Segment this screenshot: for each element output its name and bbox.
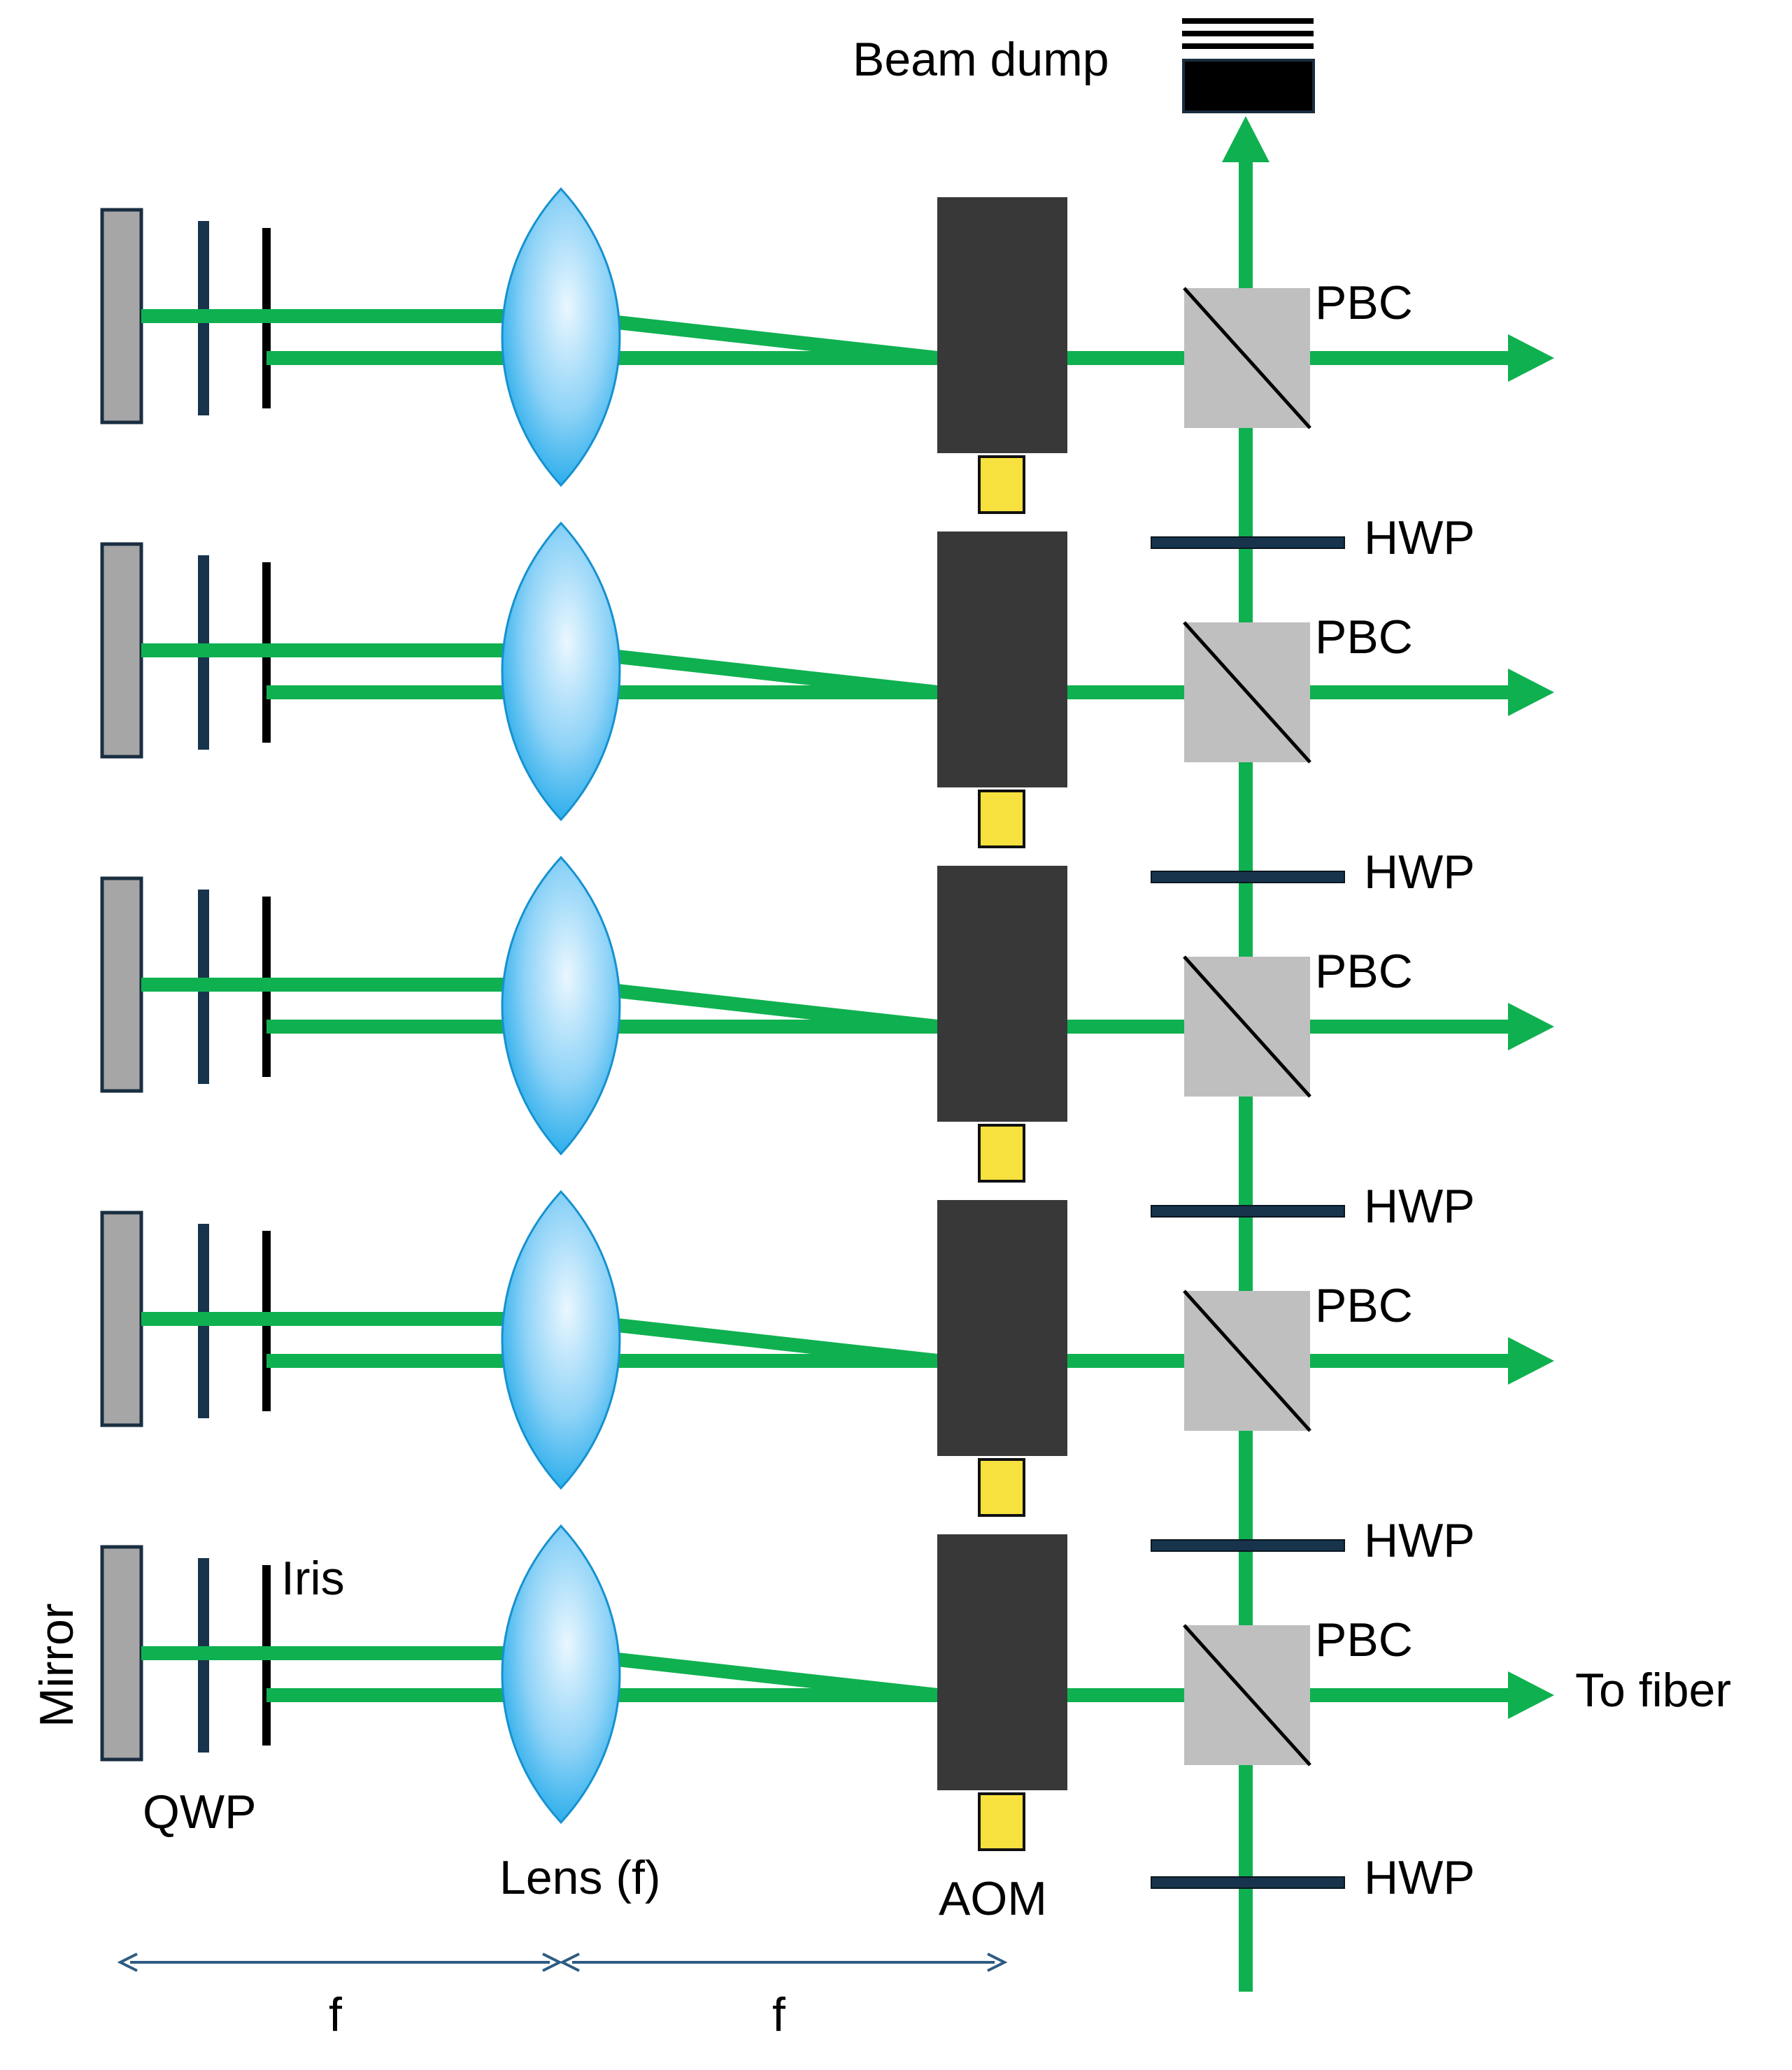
lens — [501, 187, 621, 487]
pbc-label: PBC — [1315, 1279, 1413, 1332]
aom-rf-driver — [978, 1124, 1025, 1183]
hwp-label: HWP — [1364, 1851, 1475, 1904]
lens — [501, 1524, 621, 1825]
hwp-label: HWP — [1364, 511, 1475, 564]
beam-dump-label: Beam dump — [853, 33, 1109, 86]
aom-crystal — [937, 866, 1067, 1122]
stage-4: PBC HWP — [100, 1190, 1554, 1567]
pbc-label: PBC — [1315, 945, 1413, 998]
beam-dump-line-3 — [1182, 43, 1314, 49]
aom-crystal — [937, 197, 1067, 453]
pbc-label: PBC — [1315, 1613, 1413, 1666]
mirror-label: Mirror — [30, 1603, 83, 1727]
lens — [501, 521, 621, 822]
pbc-diagonal — [1183, 287, 1311, 429]
hwp-plate — [1151, 1205, 1345, 1218]
output-beam-arrowhead — [1508, 669, 1554, 716]
stage-2: PBC HWP — [100, 521, 1554, 899]
stage-1: PBC HWP — [100, 187, 1554, 564]
mirror — [100, 1545, 143, 1762]
aom-rf-driver — [978, 1792, 1025, 1851]
lens-label: Lens (f) — [499, 1851, 661, 1904]
lens — [501, 1190, 621, 1490]
output-beam-arrowhead — [1508, 1337, 1554, 1385]
beam-dump-line-2 — [1182, 31, 1314, 36]
hwp-label: HWP — [1364, 1180, 1475, 1233]
dimension-arrowhead-right-end — [987, 1953, 1008, 1972]
dimension-arrowhead-right-start — [559, 1953, 580, 1972]
hwp-plate — [1151, 1539, 1345, 1552]
hwp-label: HWP — [1364, 845, 1475, 899]
aom-crystal — [937, 1534, 1067, 1790]
mirror — [100, 542, 143, 759]
output-beam-arrowhead — [1508, 334, 1554, 382]
pbc-diagonal — [1183, 1290, 1311, 1432]
hwp-plate — [1151, 871, 1345, 883]
pbc-label: PBC — [1315, 611, 1413, 664]
focal-length-dimension — [117, 1953, 1008, 1972]
vertical-beam-arrowhead — [1222, 116, 1270, 162]
stage-3: PBC HWP — [100, 855, 1554, 1233]
pbc-diagonal — [1183, 1624, 1311, 1766]
mirror — [100, 1211, 143, 1427]
stage-5: PBC HWP — [100, 1524, 1554, 1904]
iris-label: Iris — [281, 1552, 345, 1605]
beam-dump-block — [1182, 59, 1315, 113]
to-fiber-label: To fiber — [1575, 1664, 1731, 1717]
beam-dump — [1182, 18, 1315, 113]
hwp-plate — [1151, 1876, 1345, 1889]
aom-label: AOM — [939, 1872, 1047, 1925]
aom-crystal — [937, 1200, 1067, 1456]
aom-crystal — [937, 531, 1067, 787]
output-beam-arrowhead — [1508, 1671, 1554, 1719]
focal-length-label-left: f — [329, 1988, 342, 2041]
focal-length-label-right: f — [772, 1988, 785, 2041]
aom-rf-driver — [978, 790, 1025, 848]
hwp-plate — [1151, 536, 1345, 549]
pbc-label: PBC — [1315, 276, 1413, 329]
output-beam-arrowhead — [1508, 1003, 1554, 1050]
dimension-arrowhead-left-start — [117, 1953, 138, 1972]
aom-rf-driver — [978, 1458, 1025, 1517]
qwp-label: QWP — [143, 1785, 256, 1839]
pbc-diagonal — [1183, 621, 1311, 764]
beam-dump-line-1 — [1182, 18, 1314, 24]
pbc-diagonal — [1183, 955, 1311, 1098]
aom-rf-driver — [978, 455, 1025, 514]
mirror — [100, 876, 143, 1093]
stages-container: PBC HWP PBC HWP PBC HWP PBC HWP PBC HWP — [100, 187, 1554, 1904]
lens — [501, 855, 621, 1156]
hwp-label: HWP — [1364, 1514, 1475, 1567]
mirror — [100, 208, 143, 424]
